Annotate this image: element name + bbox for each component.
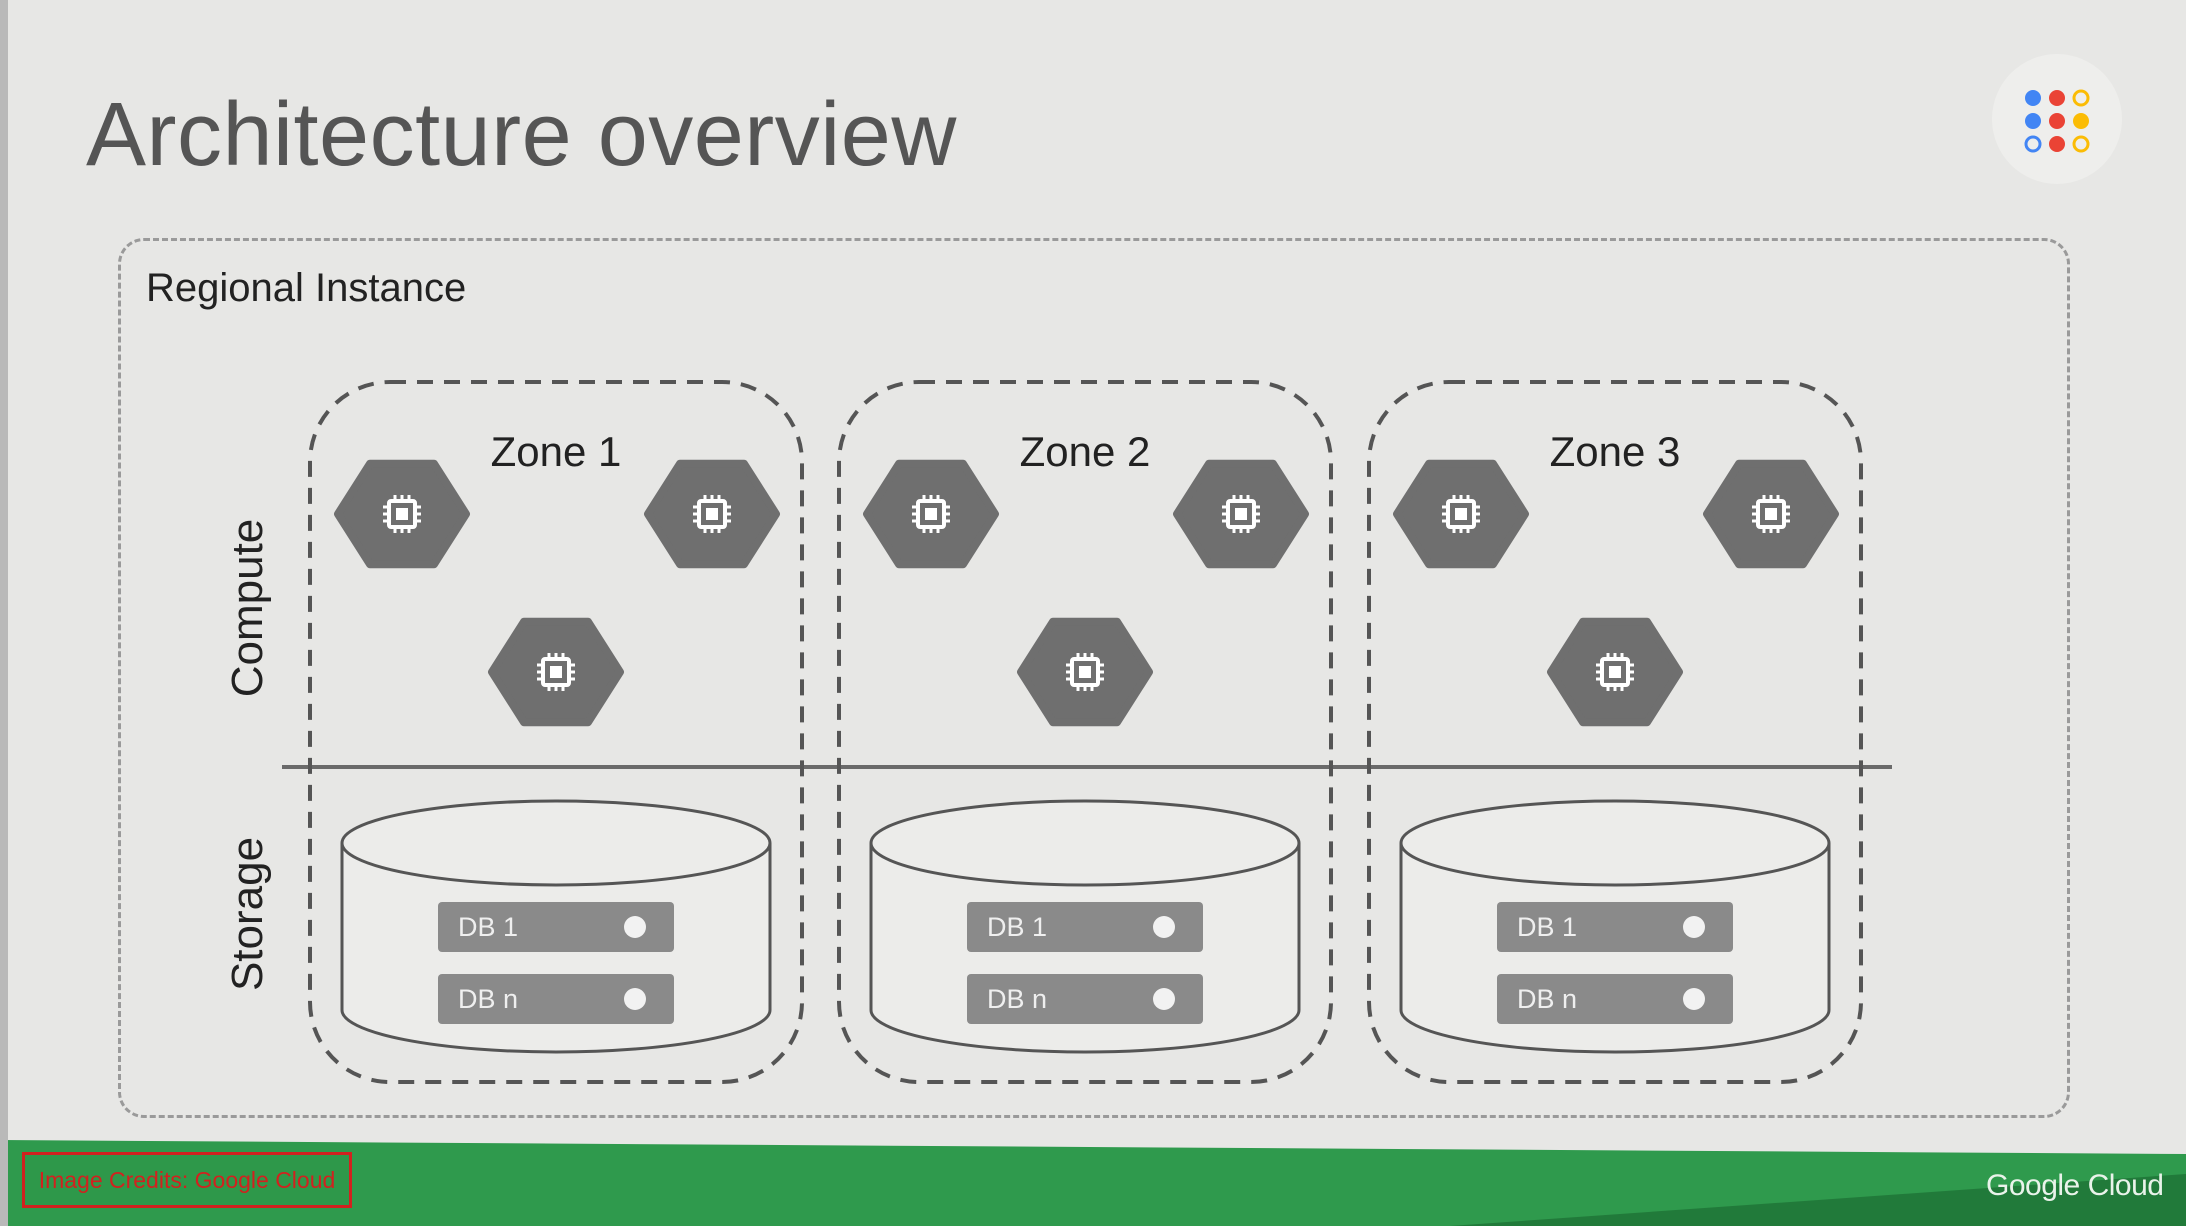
db-status-dot <box>1153 988 1175 1010</box>
apps-dots-icon <box>2024 89 2090 153</box>
compute-node-icon <box>334 459 470 569</box>
db-label: DB 1 <box>987 912 1047 942</box>
regional-instance-box <box>118 238 2070 1118</box>
compute-node-icon <box>1017 617 1153 727</box>
db-label: DB n <box>458 984 518 1014</box>
db-status-dot <box>624 988 646 1010</box>
zone-label: Zone 1 <box>491 428 622 475</box>
compute-node-icon <box>1703 459 1839 569</box>
green-footer-band <box>0 1140 2186 1226</box>
regional-instance-label: Regional Instance <box>146 266 467 310</box>
db-bar: DB n <box>438 974 674 1024</box>
zone-2: Zone 2 DB 1 DB n <box>837 380 1333 1084</box>
zone-boundary <box>308 380 804 1084</box>
db-bar: DB n <box>967 974 1203 1024</box>
zone-label: Zone 2 <box>1020 428 1151 475</box>
db-status-dot <box>624 916 646 938</box>
db-bar: DB 1 <box>1497 902 1733 952</box>
db-status-dot <box>1683 988 1705 1010</box>
zone-3: Zone 3 DB 1 DB n <box>1367 380 1863 1084</box>
compute-node-icon <box>1173 459 1309 569</box>
slide-title: Architecture overview <box>86 85 957 185</box>
zone-boundary <box>837 380 1333 1084</box>
compute-node-icon <box>1547 617 1683 727</box>
zone-label: Zone 3 <box>1550 428 1681 475</box>
compute-node-icon <box>644 459 780 569</box>
google-cloud-brand: Google Cloud <box>1986 1169 2164 1202</box>
db-bar: DB n <box>1497 974 1733 1024</box>
db-status-dot <box>1153 916 1175 938</box>
compute-node-icon <box>488 617 624 727</box>
db-label: DB 1 <box>1517 912 1577 942</box>
storage-layer-label: Storage <box>223 837 272 991</box>
db-label: DB n <box>1517 984 1577 1014</box>
compute-layer-label: Compute <box>223 519 272 698</box>
architecture-diagram: Compute Storage Zone 1 DB 1 DB n Zone 2 DB 1… <box>223 380 1892 1084</box>
zone-1: Zone 1 DB 1 DB n <box>308 380 804 1084</box>
db-label: DB 1 <box>458 912 518 942</box>
zone-boundary <box>1367 380 1863 1084</box>
db-bar: DB 1 <box>438 902 674 952</box>
db-status-dot <box>1683 916 1705 938</box>
db-bar: DB 1 <box>967 902 1203 952</box>
google-apps-logo <box>1992 54 2122 184</box>
db-label: DB n <box>987 984 1047 1014</box>
compute-node-icon <box>863 459 999 569</box>
image-credit-label: Image Credits: Google Cloud <box>22 1152 352 1208</box>
compute-node-icon <box>1393 459 1529 569</box>
